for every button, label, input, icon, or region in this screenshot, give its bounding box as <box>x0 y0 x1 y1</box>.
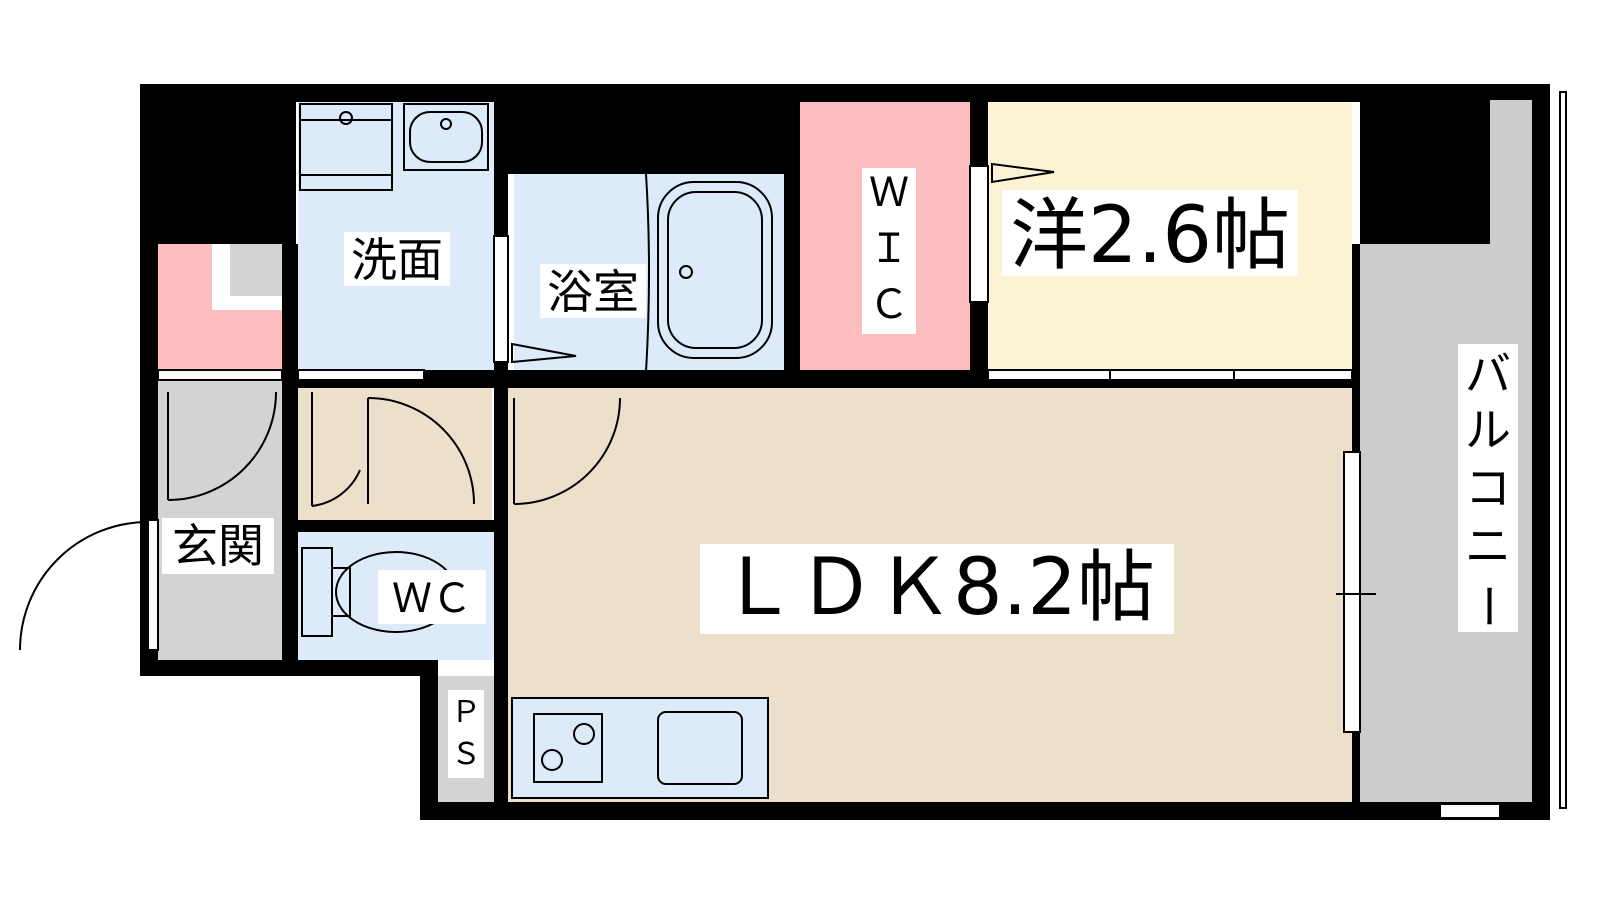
vanity-sink <box>403 103 489 171</box>
balcony-label-3: コ <box>1465 461 1511 515</box>
balcony-outlet <box>1439 803 1501 819</box>
bath-label: 浴室 <box>547 265 639 319</box>
balcony-label-5: ー <box>1461 583 1515 629</box>
stove <box>533 713 603 783</box>
balcony-upper <box>1490 100 1532 244</box>
balcony-label-2: ル <box>1465 403 1511 457</box>
washroom-label: 洗面 <box>351 233 443 287</box>
washer-pan <box>299 103 393 191</box>
entrance-label: 玄関 <box>172 519 264 573</box>
walls <box>140 84 1550 820</box>
bathtub <box>645 173 773 373</box>
ldk-label: ＬＤＫ8.2帖 <box>719 543 1155 633</box>
wic-label-c: Ｃ <box>869 282 909 328</box>
doors <box>19 91 1567 809</box>
balcony-label-4: ニ <box>1465 519 1511 573</box>
ps-label-p: Ｐ <box>451 695 481 730</box>
shoe-box-inner <box>230 244 282 296</box>
ps-label-s: Ｓ <box>451 737 481 772</box>
kitchen-counter <box>511 697 769 799</box>
western-room-label: 洋2.6帖 <box>1010 191 1290 281</box>
kitchen-sink <box>657 711 743 785</box>
room-labels: ＬＤＫ8.2帖 洋2.6帖 Ｗ Ｉ Ｃ 洗面 浴室 玄関 ＷＣ Ｐ Ｓ バ ル … <box>162 168 1518 778</box>
balcony-label-1: バ <box>1465 347 1511 401</box>
toilet-label: ＷＣ <box>392 576 472 622</box>
wic-label-w: Ｗ <box>869 170 909 216</box>
wic-label-i: Ｉ <box>869 226 909 272</box>
